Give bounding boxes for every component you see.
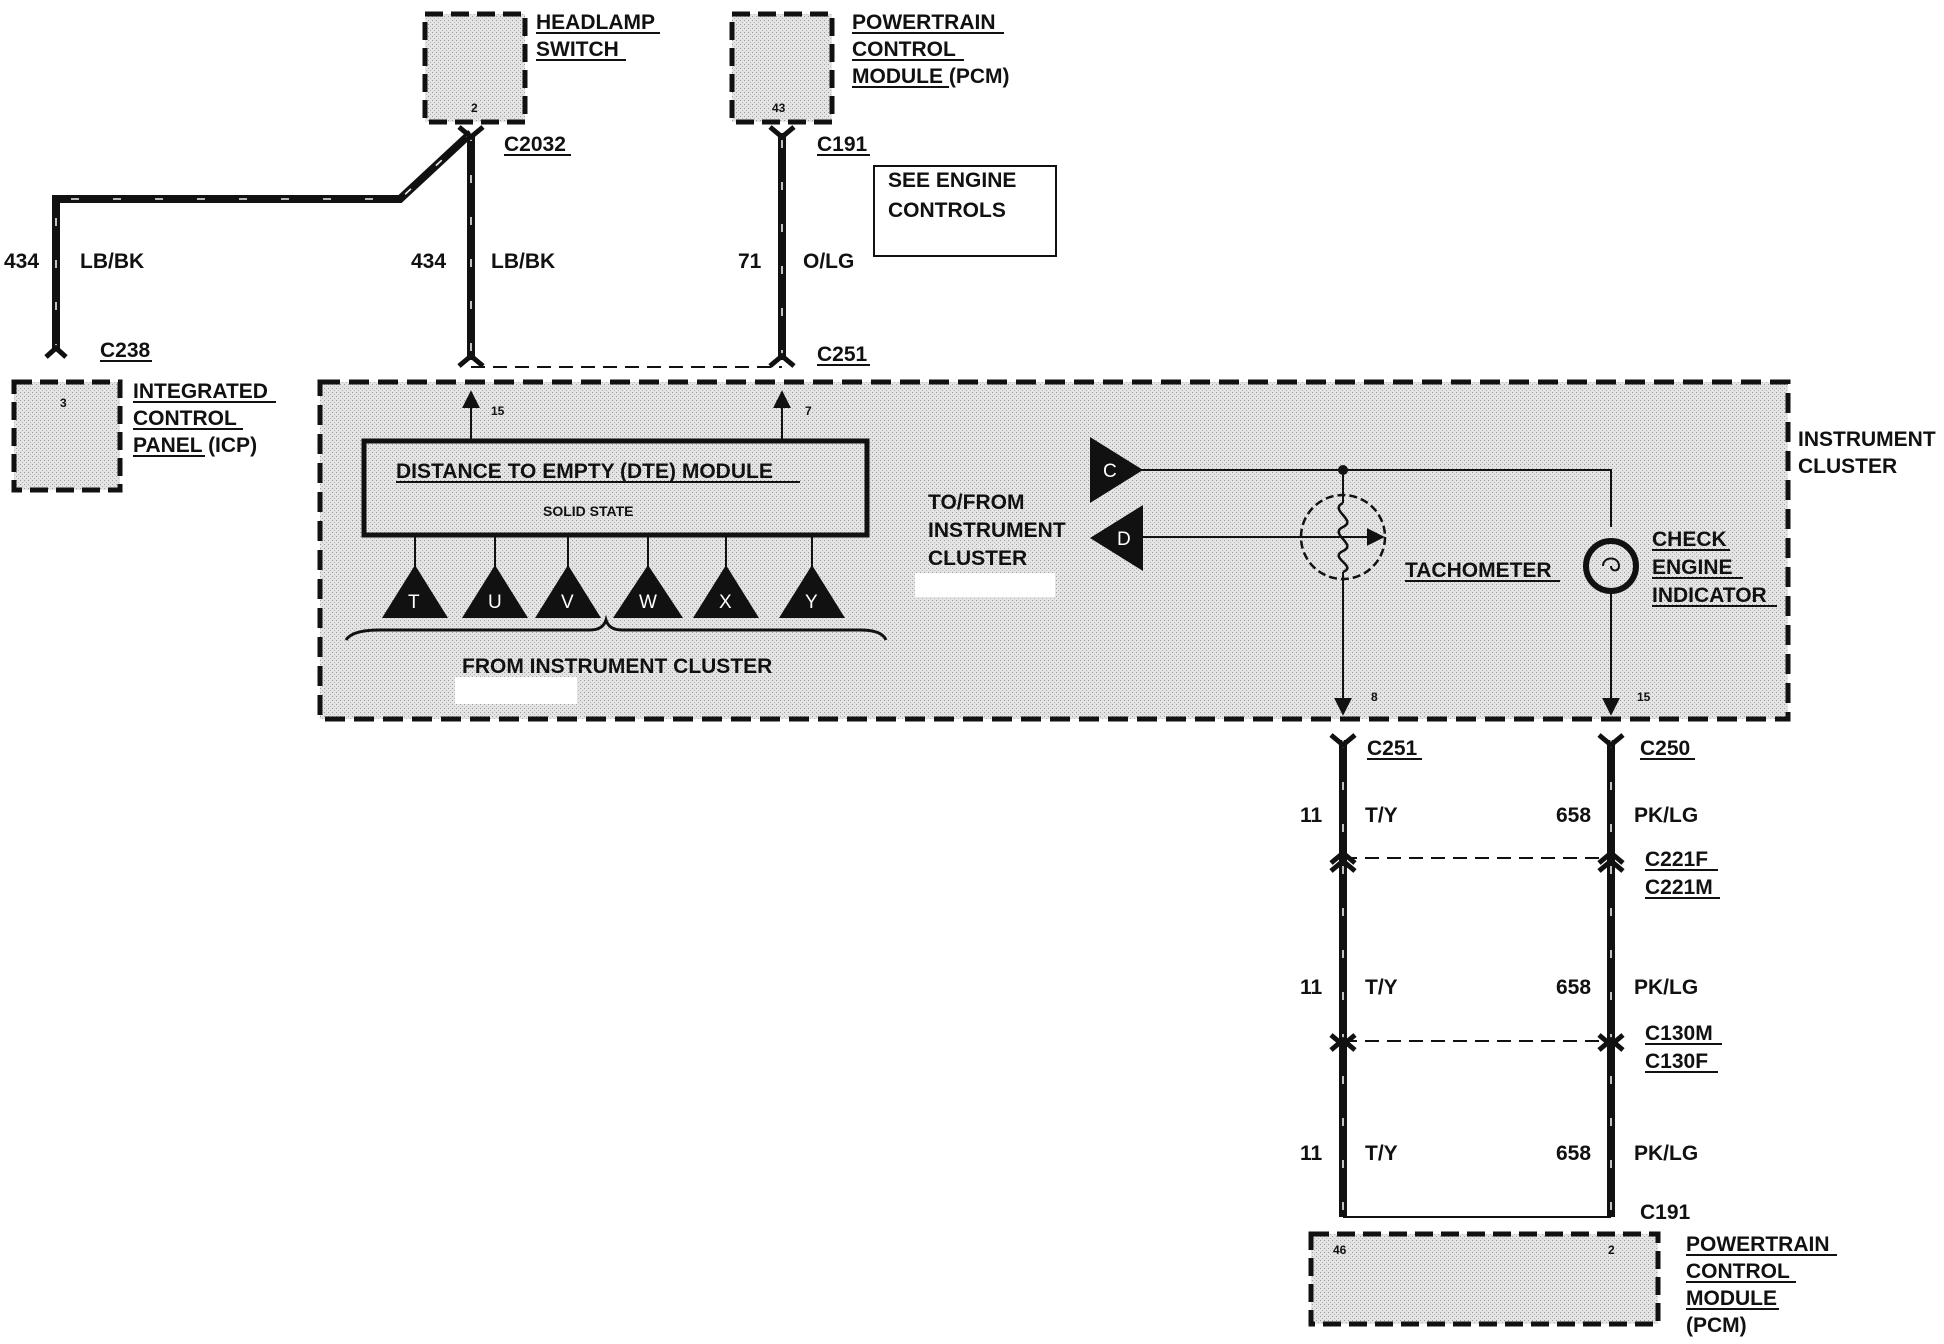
connector-c251-top: C251 [817,343,868,366]
dte-input-u-triangle [462,565,528,618]
headlamp-wire-color: LB/BK [491,250,555,273]
dte-input-w-triangle [613,565,683,618]
dte-input-v-triangle [535,565,601,618]
instrument-cluster: INSTRUMENT CLUSTER [317,379,1936,722]
dte-pin-15: 15 [491,404,505,418]
powertrain-control-module-bottom: 46 2 POWERTRAIN CONTROL MODULE (PCM) [1308,1231,1837,1337]
pcm-top-pin: 43 [772,101,786,115]
tach-wire-color-3: T/Y [1365,1142,1398,1165]
tach-wire-color-1: T/Y [1365,804,1398,827]
dte-input-y-triangle [779,565,845,618]
pcm-top-label-1: POWERTRAIN [852,11,996,34]
link-c-triangle [1090,437,1143,503]
check-wire-circuit-1: 658 [1556,804,1591,827]
see-engine-controls-2: CONTROLS [888,199,1006,222]
icp-pin: 3 [60,396,67,410]
tachometer: TACHOMETER 8 [1299,470,1560,716]
pcm-bottom-label-2: CONTROL [1686,1260,1790,1283]
check-engine-pin: 15 [1637,690,1651,704]
connector-c130f: C130F [1645,1050,1708,1073]
icp-label-1: INTEGRATED [133,380,268,403]
connector-c250: C250 [1640,737,1690,760]
pcm-top-label-3: MODULE (PCM) [852,65,1009,88]
dte-module: DISTANCE TO EMPTY (DTE) MODULE SOLID STA… [361,390,870,538]
powertrain-control-module-top: 43 POWERTRAIN CONTROL MODULE (PCM) [729,11,1009,125]
pcm-bottom-label-3: MODULE [1686,1287,1777,1310]
from-instrument-cluster-label: FROM INSTRUMENT CLUSTER [462,655,772,678]
pcm-bottom-label-1: POWERTRAIN [1686,1233,1830,1256]
connector-c2032: C2032 [504,133,566,156]
label-mask [455,677,577,704]
dte-input-y: Y [805,592,818,613]
tach-wire-color-2: T/Y [1365,976,1398,999]
headlamp-wire-circuit: 434 [411,250,446,273]
connector-c130m: C130M [1645,1022,1713,1045]
dte-input-v: V [561,592,574,613]
tach-wire-circuit-1: 11 [1300,804,1323,827]
headlamp-switch-pin: 2 [471,101,478,115]
dte-input-x-triangle [693,565,759,618]
cluster-links: TO/FROM INSTRUMENT CLUSTER C D [915,437,1612,597]
tach-wire-circuit-3: 11 [1300,1142,1323,1165]
headlamp-switch: 2 HEADLAMP SWITCH [422,11,660,125]
check-wire-color-1: PK/LG [1634,804,1698,827]
dte-input-u: U [488,592,502,613]
tachometer-pin: 8 [1371,690,1378,704]
check-wire-circuit-2: 658 [1556,976,1591,999]
dte-module-subtitle: SOLID STATE [543,503,633,519]
connector-c238: C238 [100,339,151,362]
check-engine-label-1: CHECK [1652,528,1727,551]
check-engine-label-3: INDICATOR [1652,584,1767,607]
link-d-triangle [1090,505,1143,571]
see-engine-controls-1: SEE ENGINE [888,169,1016,192]
dte-inputs: T U V W X Y FROM INSTRUMENT CLUSTER [344,535,888,704]
headlamp-switch-label-2: SWITCH [536,38,619,61]
pcm-bottom-pin-46: 46 [1333,1243,1347,1257]
icp-label-3: PANEL (ICP) [133,434,257,457]
pcm-top-label-2: CONTROL [852,38,956,61]
headlamp-switch-label-1: HEADLAMP [536,11,655,34]
check-engine-indicator: CHECK ENGINE INDICATOR 15 [1583,528,1777,716]
wire-71-pcm: C191 71 O/LG [738,125,870,368]
connector-c221m: C221M [1645,876,1713,899]
pcm-bottom-pin-2: 2 [1608,1243,1615,1257]
to-from-cluster-1: TO/FROM [928,491,1024,514]
icp-wire-circuit: 434 [4,250,39,273]
to-from-cluster-2: INSTRUMENT [928,519,1066,542]
connector-c251-bottom: C251 [1367,737,1418,760]
connector-c221f: C221F [1645,848,1708,871]
dte-input-t-triangle [382,565,448,618]
see-engine-controls-box: SEE ENGINE CONTROLS [873,165,1057,257]
check-wire-color-2: PK/LG [1634,976,1698,999]
check-wire-color-3: PK/LG [1634,1142,1698,1165]
link-c-label: C [1103,461,1117,482]
instrument-cluster-label-1: INSTRUMENT [1798,428,1936,451]
connector-c191-bottom: C191 [1640,1201,1691,1224]
tachometer-label: TACHOMETER [1405,559,1552,582]
connector-c191-top: C191 [817,133,868,156]
instrument-cluster-label-2: CLUSTER [1798,455,1897,478]
wire-434-icp: 434 LB/BK C238 [4,130,474,362]
dte-module-title: DISTANCE TO EMPTY (DTE) MODULE [396,460,773,483]
check-engine-label-2: ENGINE [1652,556,1733,579]
wire-434-headlamp: C2032 434 LB/BK [411,125,571,368]
dte-input-t: T [408,592,420,613]
wire-11-tach: 11 T/Y 11 T/Y 11 T/Y C251 [1300,733,1422,1217]
pcm-wire-color: O/LG [803,250,854,273]
dte-input-w: W [639,592,657,613]
to-from-cluster-3: CLUSTER [928,547,1027,570]
tach-wire-circuit-2: 11 [1300,976,1323,999]
pcm-wire-circuit: 71 [738,250,762,273]
dte-input-x: X [719,592,732,613]
dte-pin-7: 7 [805,404,812,418]
integrated-control-panel: 3 INTEGRATED CONTROL PANEL (ICP) [11,379,276,493]
icp-wire-color: LB/BK [80,250,144,273]
wire-658-check: 658 PK/LG 658 PK/LG 658 PK/LG C250 [1556,733,1698,1217]
label-mask-2 [915,573,1055,597]
pcm-bottom-label-4: (PCM) [1686,1314,1747,1337]
link-d-label: D [1117,529,1131,550]
check-wire-circuit-3: 658 [1556,1142,1591,1165]
icp-label-2: CONTROL [133,407,237,430]
